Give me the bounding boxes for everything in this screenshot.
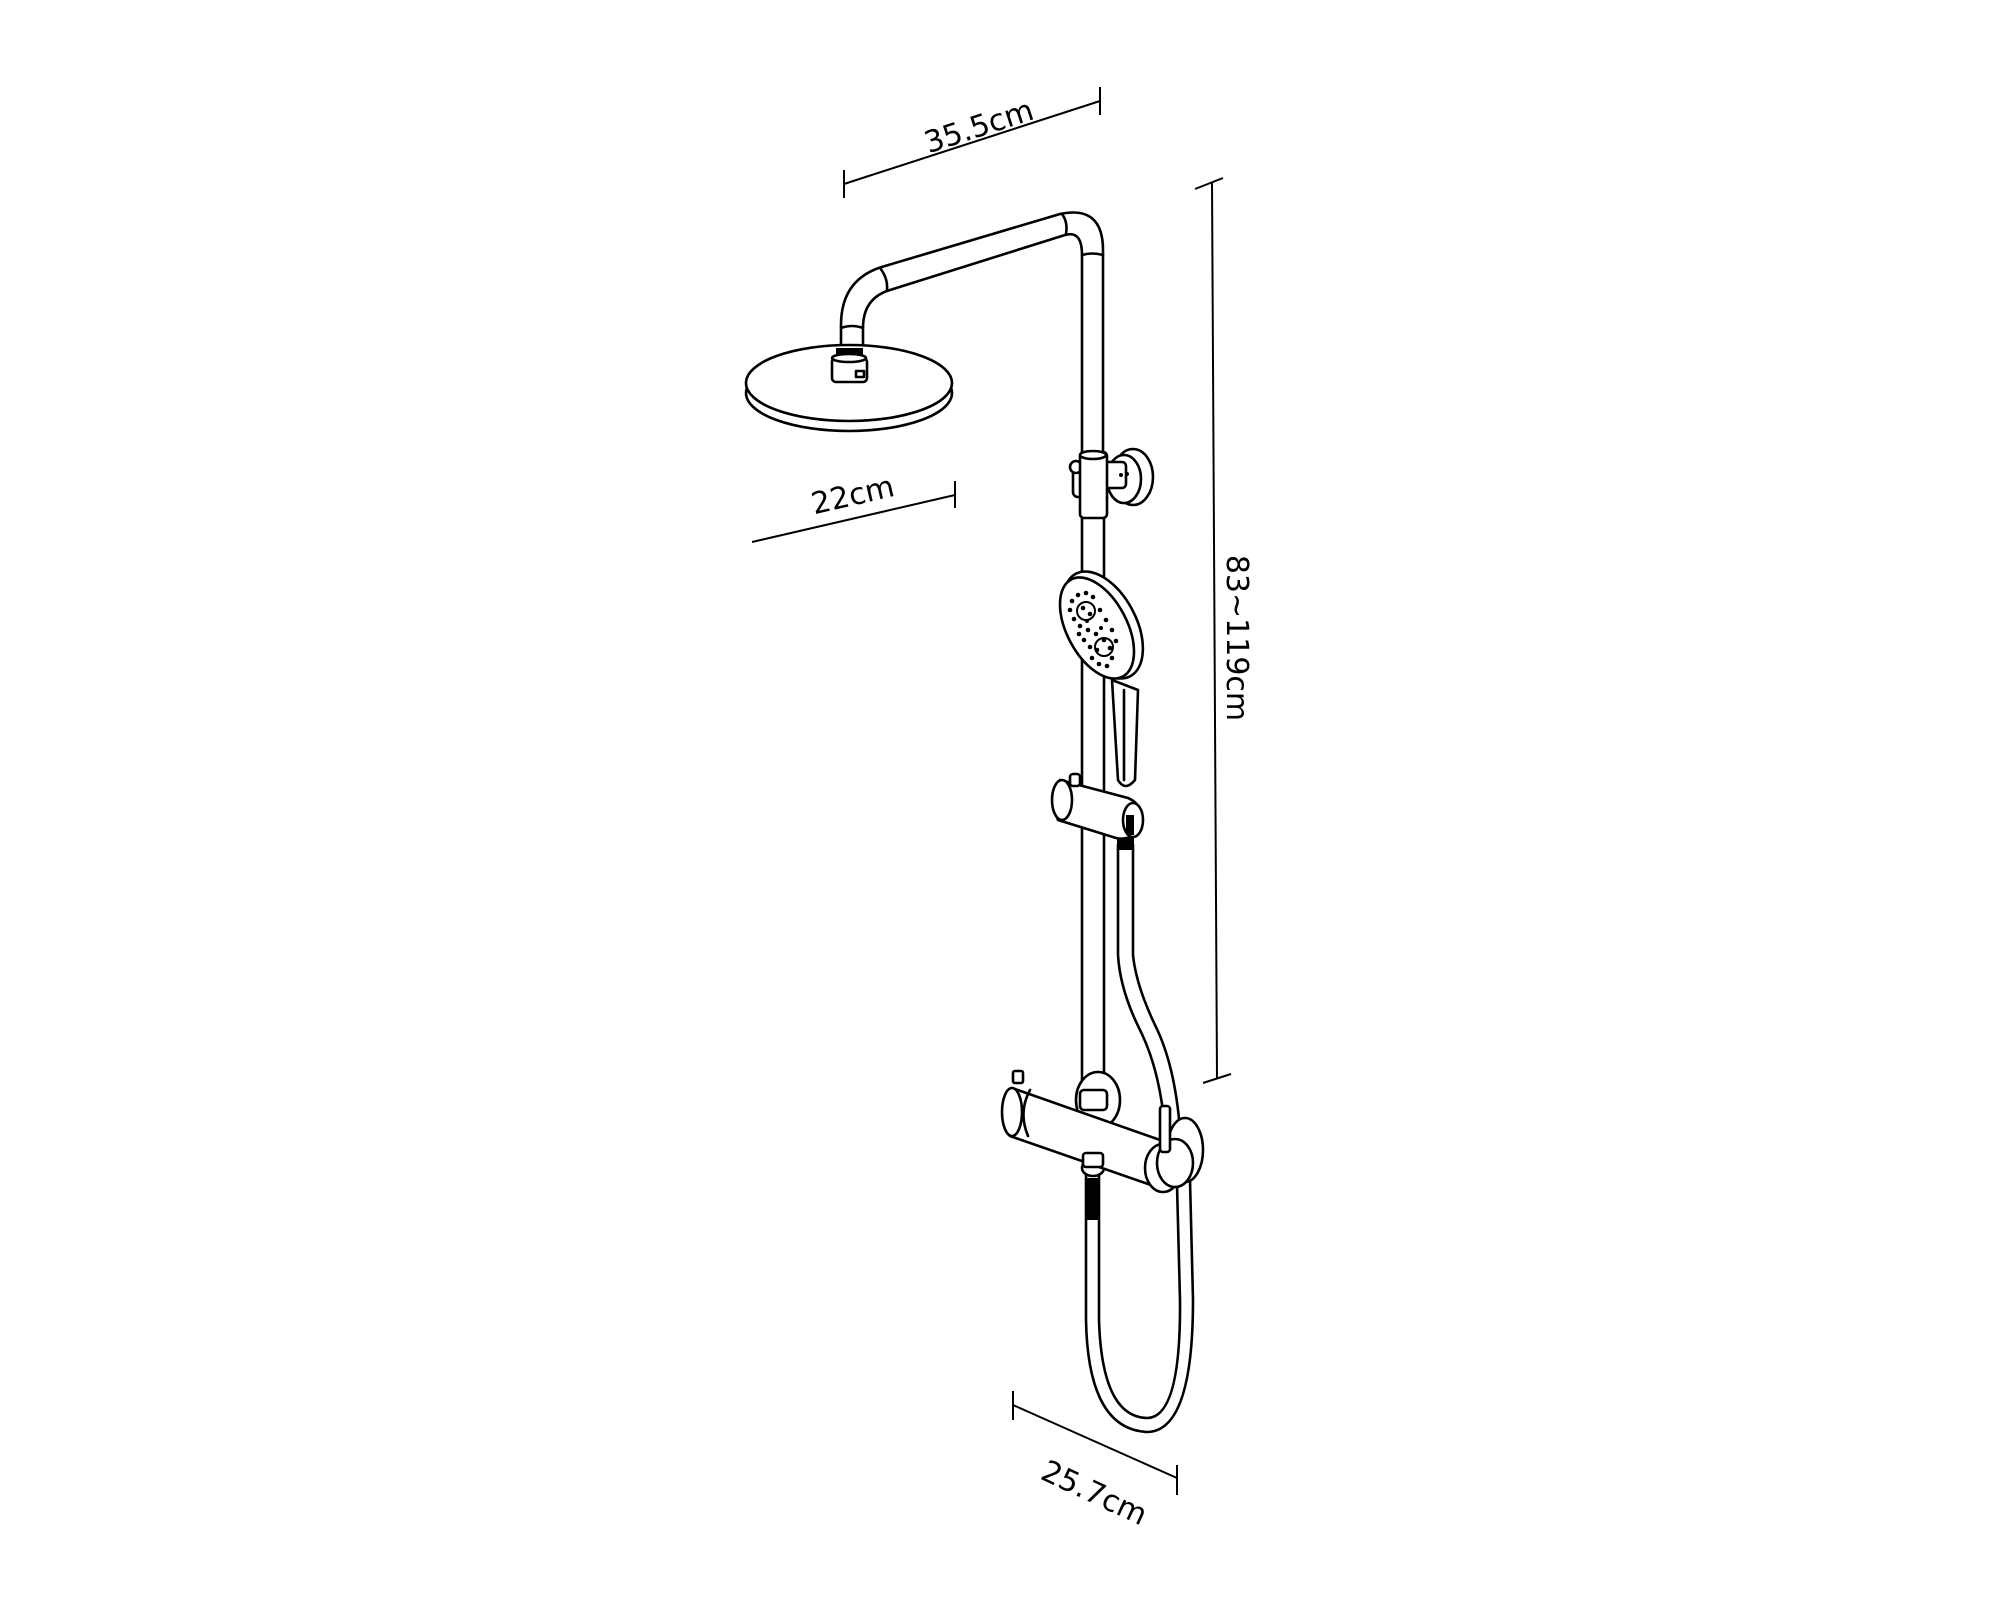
shower-arm [839, 211, 1105, 462]
dimension-mixer-spacing: 25.7cm [1012, 1391, 1178, 1533]
hand-shower [1058, 570, 1145, 788]
dimension-head-diameter: 22cm [751, 469, 956, 543]
dimension-label-arm-reach: 35.5cm [920, 93, 1038, 161]
diverter-wall-bracket [1068, 447, 1155, 520]
dimension-label-mixer-spacing: 25.7cm [1036, 1454, 1153, 1533]
overhead-rain-shower-head [744, 343, 954, 433]
spray-nozzles [1067, 590, 1119, 669]
dimension-label-height-range: 83~119cm [1219, 555, 1254, 721]
thermostatic-mixer-bar [1000, 1069, 1205, 1194]
hand-shower-slider-holder [1050, 772, 1145, 840]
shower-hose [1080, 838, 1195, 1434]
dimension-label-head-diameter: 22cm [808, 469, 898, 522]
dimension-arm-reach: 35.5cm [843, 87, 1101, 198]
dimension-height-range: 83~119cm [1194, 177, 1254, 1084]
